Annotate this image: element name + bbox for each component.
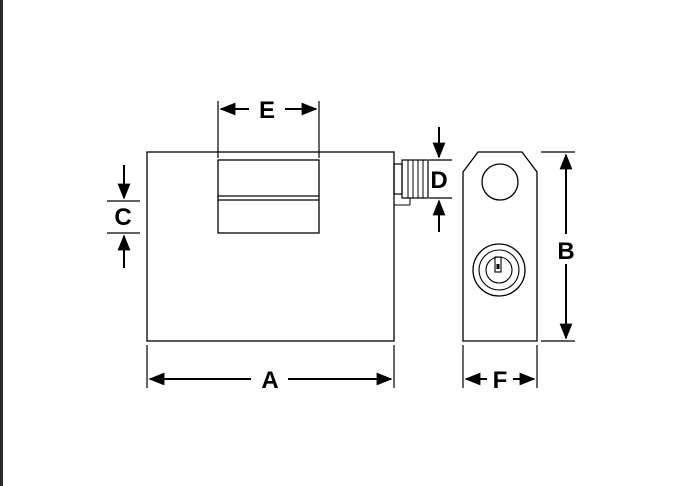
label-d: D (430, 167, 447, 194)
label-c: C (114, 204, 131, 231)
dimension-d: D (429, 127, 452, 232)
label-b: B (557, 238, 574, 265)
locking-bar (217, 159, 320, 234)
label-a: A (261, 367, 278, 394)
side-pin (393, 159, 429, 206)
left-border (0, 0, 3, 486)
dimension-c: C (107, 165, 140, 268)
label-f: F (493, 367, 508, 394)
dimension-e: E (217, 97, 320, 158)
lock-body-side (462, 151, 538, 342)
dimension-f: F (462, 345, 538, 394)
label-e: E (259, 97, 275, 124)
lock-body-front (146, 151, 395, 342)
pin-hole (481, 163, 519, 201)
dimension-a: A (146, 345, 395, 394)
keyhole-cylinder (472, 243, 526, 297)
dimension-b: B (541, 151, 575, 342)
